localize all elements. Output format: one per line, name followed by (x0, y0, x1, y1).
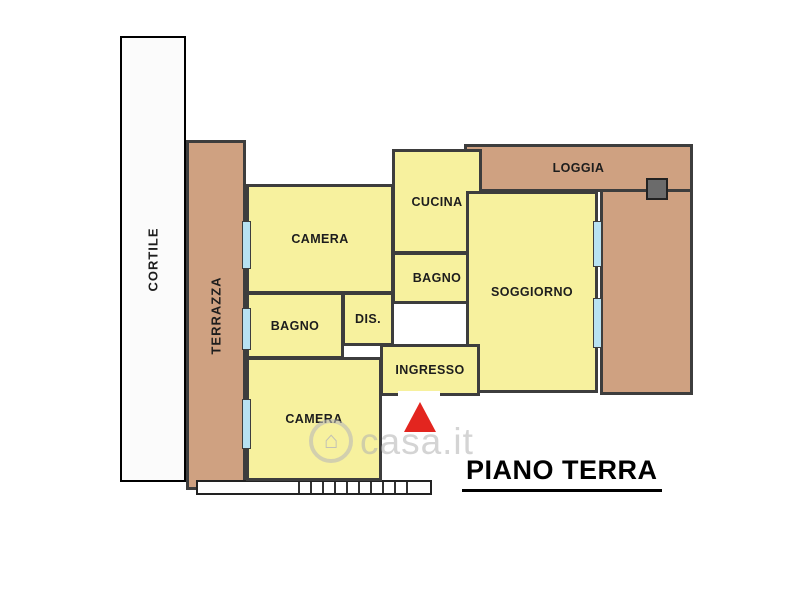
room-camera-bottom: CAMERA (246, 357, 382, 481)
window (593, 221, 602, 267)
room-label: CORTILE (145, 226, 161, 292)
room-dis: DIS. (342, 292, 394, 346)
area-loggia-side (600, 189, 693, 395)
window (593, 298, 602, 348)
area-cortile: CORTILE (120, 36, 186, 482)
window (242, 308, 251, 350)
window (242, 221, 251, 269)
page-title: PIANO TERRA (462, 455, 662, 492)
room-bagno-left: BAGNO (246, 292, 344, 359)
room-label: DIS. (355, 312, 381, 326)
entrance-marker-triangle (404, 402, 436, 432)
balcony-railing (196, 480, 432, 495)
railing-ticks (298, 482, 414, 493)
room-label: LOGGIA (552, 161, 605, 175)
room-label: TERRAZZA (208, 275, 224, 355)
pillar (646, 178, 668, 200)
room-label: CAMERA (285, 412, 343, 426)
room-label: CUCINA (411, 194, 463, 209)
room-camera-top: CAMERA (246, 184, 394, 294)
window (242, 399, 251, 449)
room-label: INGRESSO (395, 363, 465, 377)
room-label: SOGGIORNO (490, 285, 574, 299)
area-loggia: LOGGIA (464, 144, 693, 192)
room-ingresso: INGRESSO (380, 344, 480, 396)
entrance-door-gap (398, 391, 440, 399)
room-label: BAGNO (412, 271, 462, 285)
area-terrazza: TERRAZZA (186, 140, 246, 490)
room-label: BAGNO (270, 318, 320, 333)
room-label: CAMERA (291, 232, 349, 246)
room-soggiorno: SOGGIORNO (466, 191, 598, 393)
